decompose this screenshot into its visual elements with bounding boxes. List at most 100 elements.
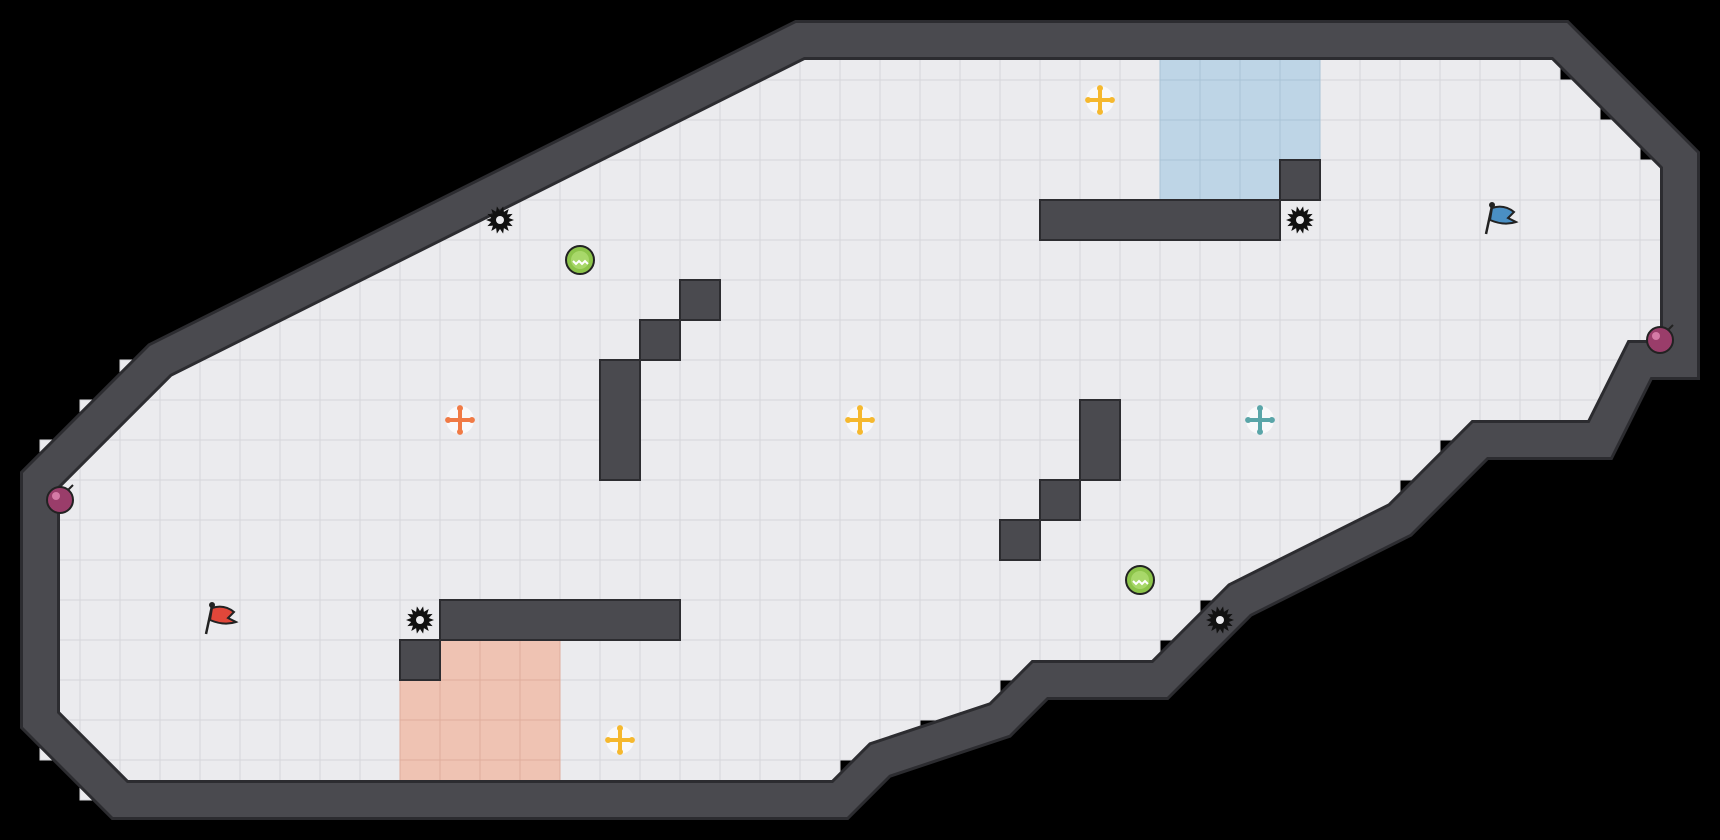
floor-tile xyxy=(1399,239,1441,281)
floor-tile xyxy=(759,239,801,281)
spike-icon xyxy=(1286,206,1314,234)
floor-tile xyxy=(879,559,921,601)
floor-tile xyxy=(879,319,921,361)
floor-tile xyxy=(839,519,881,561)
floor-tile xyxy=(759,199,801,241)
floor-tile xyxy=(1319,119,1361,161)
floor-tile xyxy=(279,519,321,561)
floor-tile xyxy=(919,599,961,641)
floor-tile xyxy=(479,559,521,601)
floor-tile xyxy=(1479,159,1521,201)
powerup-tip xyxy=(445,417,452,423)
floor-tile xyxy=(1279,479,1321,521)
floor-tile xyxy=(359,559,401,601)
floor-tile xyxy=(639,239,681,281)
floor-tile xyxy=(679,479,721,521)
floor-tile xyxy=(599,159,641,201)
floor-tile xyxy=(479,519,521,561)
floor-tile xyxy=(839,319,881,361)
powerup-bar-h xyxy=(849,418,871,422)
floor-tile xyxy=(199,559,241,601)
floor-tile xyxy=(759,159,801,201)
floor-tile xyxy=(919,359,961,401)
floor-tile xyxy=(1039,359,1081,401)
floor-tile xyxy=(999,199,1041,241)
wall-block xyxy=(439,599,681,641)
powerup-tip xyxy=(468,417,475,423)
floor-tile xyxy=(1279,279,1321,321)
floor-tile xyxy=(999,239,1041,281)
spike-icon xyxy=(486,206,514,234)
blue-zone-tile xyxy=(1279,79,1321,121)
floor-tile xyxy=(959,279,1001,321)
floor-tile xyxy=(1159,559,1201,601)
floor-tile xyxy=(759,399,801,441)
bomb-fuse xyxy=(67,484,74,491)
floor-tile xyxy=(559,199,601,241)
floor-tile xyxy=(159,679,201,721)
floor-tile xyxy=(479,359,521,401)
floor-tile xyxy=(519,279,561,321)
floor-tile xyxy=(1599,239,1641,281)
floor-tile xyxy=(279,719,321,761)
floor-tile xyxy=(839,279,881,321)
floor-tile xyxy=(1319,479,1361,521)
floor-tile xyxy=(1279,439,1321,481)
floor-tile xyxy=(719,559,761,601)
floor-tile xyxy=(639,199,681,241)
floor-tile xyxy=(1159,479,1201,521)
floor-tile xyxy=(1199,399,1241,441)
powerup-tip xyxy=(1268,417,1275,423)
floor-tile xyxy=(159,479,201,521)
floor-tile xyxy=(1199,319,1241,361)
floor-tile xyxy=(199,719,241,761)
floor-tile xyxy=(879,199,921,241)
blue-zone-tile xyxy=(1199,79,1241,121)
floor-tile xyxy=(1359,159,1401,201)
floor-tile xyxy=(519,519,561,561)
bomb-shine xyxy=(1652,332,1660,340)
floor-tile xyxy=(599,639,641,681)
floor-tile xyxy=(599,679,641,721)
floor-tile xyxy=(479,439,521,481)
red-zone-tile xyxy=(479,719,521,761)
floor-tile xyxy=(759,719,801,761)
floor-tile xyxy=(479,239,521,281)
floor-tile xyxy=(639,519,681,561)
floor-tile xyxy=(119,519,161,561)
floor-tile xyxy=(279,599,321,641)
floor-tile xyxy=(719,159,761,201)
spike-icon xyxy=(1206,606,1234,634)
boost-arrows xyxy=(1132,579,1149,586)
floor-tile xyxy=(1559,319,1601,361)
floor-tile xyxy=(239,639,281,681)
floor-tile xyxy=(879,599,921,641)
floor-tile xyxy=(239,559,281,601)
floor-tile xyxy=(879,79,921,121)
floor-tile xyxy=(1559,119,1601,161)
floor-tile xyxy=(1039,279,1081,321)
floor-tile xyxy=(959,519,1001,561)
floor-tile xyxy=(559,479,601,521)
floor-tile xyxy=(1159,399,1201,441)
wall-block xyxy=(679,279,721,321)
floor-tile xyxy=(1079,599,1121,641)
floor-tile xyxy=(319,479,361,521)
floor-tile xyxy=(1239,359,1281,401)
floor-tile xyxy=(79,479,121,521)
floor-tile xyxy=(999,479,1041,521)
floor-tile xyxy=(719,439,761,481)
floor-tile xyxy=(1079,359,1121,401)
floor-tile xyxy=(1519,119,1561,161)
floor-tile xyxy=(239,719,281,761)
wall-block xyxy=(599,359,641,481)
floor-tile xyxy=(959,559,1001,601)
floor-tile xyxy=(639,479,681,521)
spike-icon xyxy=(406,606,434,634)
floor-tile xyxy=(1199,439,1241,481)
floor-tile xyxy=(519,319,561,361)
floor-tile xyxy=(1039,119,1081,161)
floor-tile xyxy=(879,519,921,561)
floor-tile xyxy=(319,559,361,601)
